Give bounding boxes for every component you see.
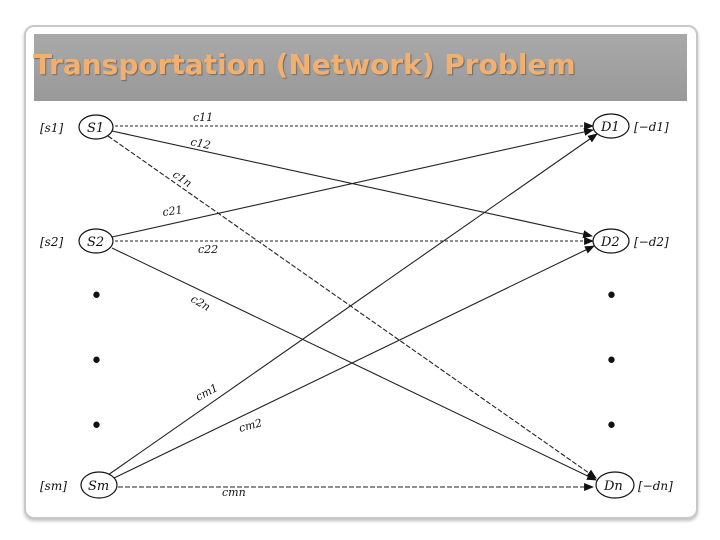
ellipsis-dot-right-2: •: [605, 349, 618, 374]
demand-dn: [−dn]: [638, 479, 673, 493]
title-bar: [34, 34, 687, 101]
node-dn: [595, 471, 635, 499]
arc-label-cm1: cm1: [193, 381, 220, 404]
arc-sm-d2: [111, 245, 595, 480]
slide-frame: [24, 25, 698, 519]
node-sm: [80, 471, 118, 499]
supply-s2: [s2]: [40, 235, 63, 249]
node-label-d1: D1: [600, 120, 620, 135]
arc-label-c1n: c1n: [170, 168, 194, 190]
arc-s2-dn: [111, 247, 597, 481]
node-d2: [592, 228, 630, 254]
supply-sm: [sm]: [40, 479, 67, 493]
slide-title: Transportation (Network) Problem: [33, 48, 576, 81]
node-label-d2: D2: [600, 235, 620, 250]
node-label-sm: Sm: [88, 479, 109, 494]
arc-label-c2n: c2n: [189, 292, 213, 313]
arc-label-cm2: cm2: [237, 416, 263, 435]
node-s1: [78, 114, 114, 140]
ellipsis-dot-right-3: •: [605, 414, 618, 439]
supply-s1: [s1]: [40, 121, 63, 135]
demand-d1: [−d1]: [634, 120, 669, 134]
arc-label-c22: c22: [198, 243, 218, 256]
node-s2: [78, 228, 114, 254]
node-label-s1: S1: [87, 121, 104, 136]
arc-sm-d1: [107, 133, 598, 476]
arc-label-c11: c11: [193, 111, 213, 124]
node-label-dn: Dn: [603, 479, 623, 494]
ellipsis-dot-right-1: •: [605, 284, 618, 309]
arc-s1-dn: [107, 135, 597, 479]
demand-d2: [−d2]: [634, 235, 669, 249]
ellipsis-dot-left-3: •: [90, 414, 103, 439]
node-d1: [592, 113, 630, 139]
arc-label-c12: c12: [189, 135, 211, 152]
node-label-s2: S2: [87, 235, 104, 250]
arc-label-cmn: cmn: [222, 486, 246, 499]
arc-label-c21: c21: [162, 203, 184, 219]
ellipsis-dot-left-2: •: [90, 349, 103, 374]
arc-s2-d1: [111, 128, 594, 238]
ellipsis-dot-left-1: •: [90, 284, 103, 309]
